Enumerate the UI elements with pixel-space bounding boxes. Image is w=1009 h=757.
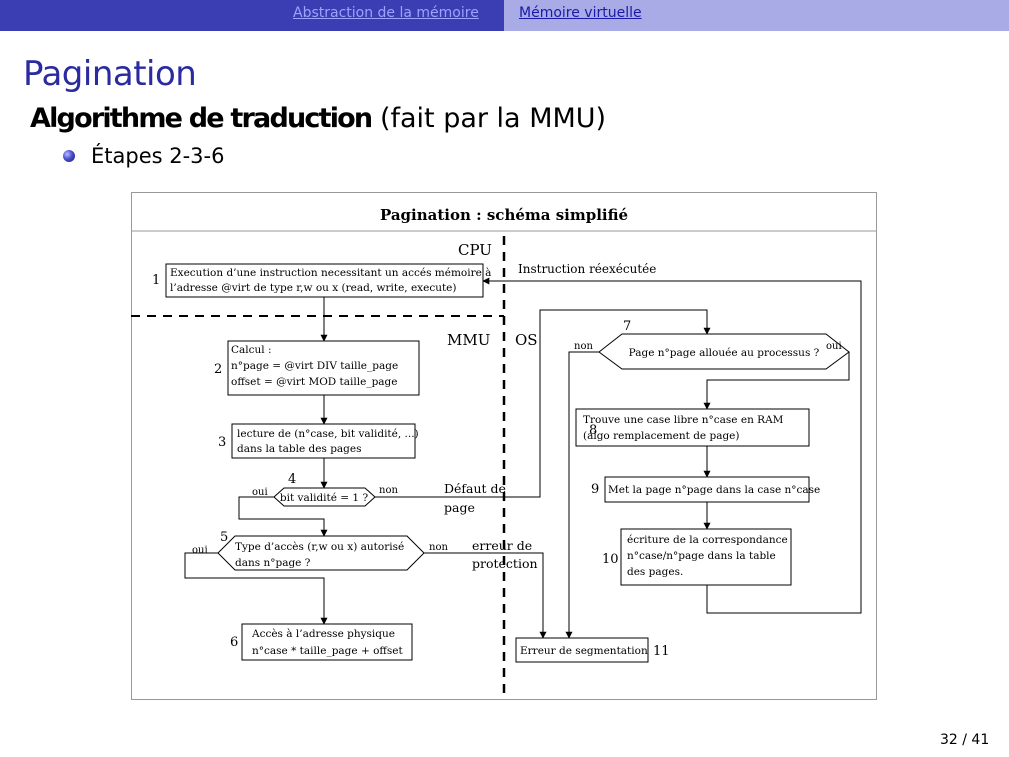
step3-line1: lecture de (n°case, bit validité, ...) <box>237 428 419 440</box>
flowchart-diagram: Pagination : schéma simplifié CPU MMU OS… <box>131 192 877 700</box>
nav-link-memoire-virtuelle[interactable]: Mémoire virtuelle <box>519 5 642 21</box>
step10-line3: des pages. <box>627 566 683 578</box>
edge-erreur-protection-line1: erreur de <box>472 538 532 553</box>
step3-number: 3 <box>218 435 226 450</box>
step7-label: Page n°page allouée au processus ? <box>629 347 820 359</box>
slide-subtitle: Algorithme de traduction (fait par la MM… <box>30 103 606 134</box>
step2-number: 2 <box>214 362 222 377</box>
page-number: 32 / 41 <box>940 732 990 748</box>
step6-number: 6 <box>230 635 238 650</box>
flowchart-svg: Pagination : schéma simplifié CPU MMU OS… <box>131 192 877 700</box>
step10-line1: écriture de la correspondance <box>627 534 788 546</box>
diagram-frame <box>131 192 877 700</box>
edge-erreur-protection-line2: protection <box>472 556 538 571</box>
flow-arrows <box>184 277 862 639</box>
step8-number: 8 <box>589 423 597 438</box>
step4-label: bit validité = 1 ? <box>280 492 369 504</box>
step7-oui-label: oui <box>826 341 842 352</box>
edge-defaut-page-line1: Défaut de <box>444 481 506 496</box>
step9-label: Met la page n°page dans la case n°case <box>608 484 820 496</box>
subtitle-rest: (fait par la MMU) <box>379 103 607 134</box>
zone-mmu-label: MMU <box>447 331 490 349</box>
step4-oui-label: oui <box>252 487 268 498</box>
step8-box <box>575 408 810 447</box>
zone-os-label: OS <box>515 331 538 349</box>
step3-line2: dans la table des pages <box>237 443 362 455</box>
nav-current-section <box>504 0 1009 31</box>
subtitle-bold: Algorithme de traduction <box>30 103 373 134</box>
step7-non-label: non <box>574 341 593 352</box>
slide-title: Pagination <box>23 54 197 94</box>
step9-number: 9 <box>591 482 599 497</box>
edge-defaut-page-line2: page <box>444 500 475 515</box>
step2-line2: n°page = @virt DIV taille_page <box>231 360 398 372</box>
step11-number: 11 <box>653 644 670 659</box>
nav-bar: Abstraction de la mémoire Mémoire virtue… <box>0 0 1009 31</box>
step4-non-label: non <box>379 485 398 496</box>
step1-line1: Execution d’une instruction necessitant … <box>170 267 491 279</box>
diagram-title: Pagination : schéma simplifié <box>380 206 628 224</box>
step7-number: 7 <box>623 319 631 334</box>
step10-line2: n°case/n°page dans la table <box>627 550 776 562</box>
step6-line2: n°case * taille_page + offset <box>252 645 403 657</box>
step8-line1: Trouve une case libre n°case en RAM <box>583 414 784 426</box>
step5-number: 5 <box>220 530 228 545</box>
step8-line2: (algo remplacement de page) <box>583 430 740 442</box>
step5-non-label: non <box>429 542 448 553</box>
step2-line3: offset = @virt MOD taille_page <box>231 376 398 388</box>
step11-box <box>515 637 649 663</box>
nav-link-abstraction[interactable]: Abstraction de la mémoire <box>293 5 479 21</box>
step1-line2: l’adresse @virt de type r,w ou x (read, … <box>170 282 457 294</box>
step4-number: 4 <box>288 472 296 487</box>
edge-instruction-reexecutee: Instruction réexécutée <box>518 262 656 276</box>
step2-line1: Calcul : <box>231 344 272 356</box>
step5-line2: dans n°page ? <box>235 557 311 569</box>
step1-number: 1 <box>152 273 160 288</box>
zone-cpu-label: CPU <box>458 241 492 259</box>
step6-line1: Accès à l’adresse physique <box>251 628 395 640</box>
step11-label: Erreur de segmentation <box>520 645 648 657</box>
step5-oui-label: oui <box>192 545 208 556</box>
bullet-item: Étapes 2-3-6 <box>91 144 225 168</box>
step5-line1: Type d’accès (r,w ou x) autorisé <box>235 541 404 553</box>
step10-number: 10 <box>602 552 619 567</box>
bullet-icon <box>63 150 75 162</box>
